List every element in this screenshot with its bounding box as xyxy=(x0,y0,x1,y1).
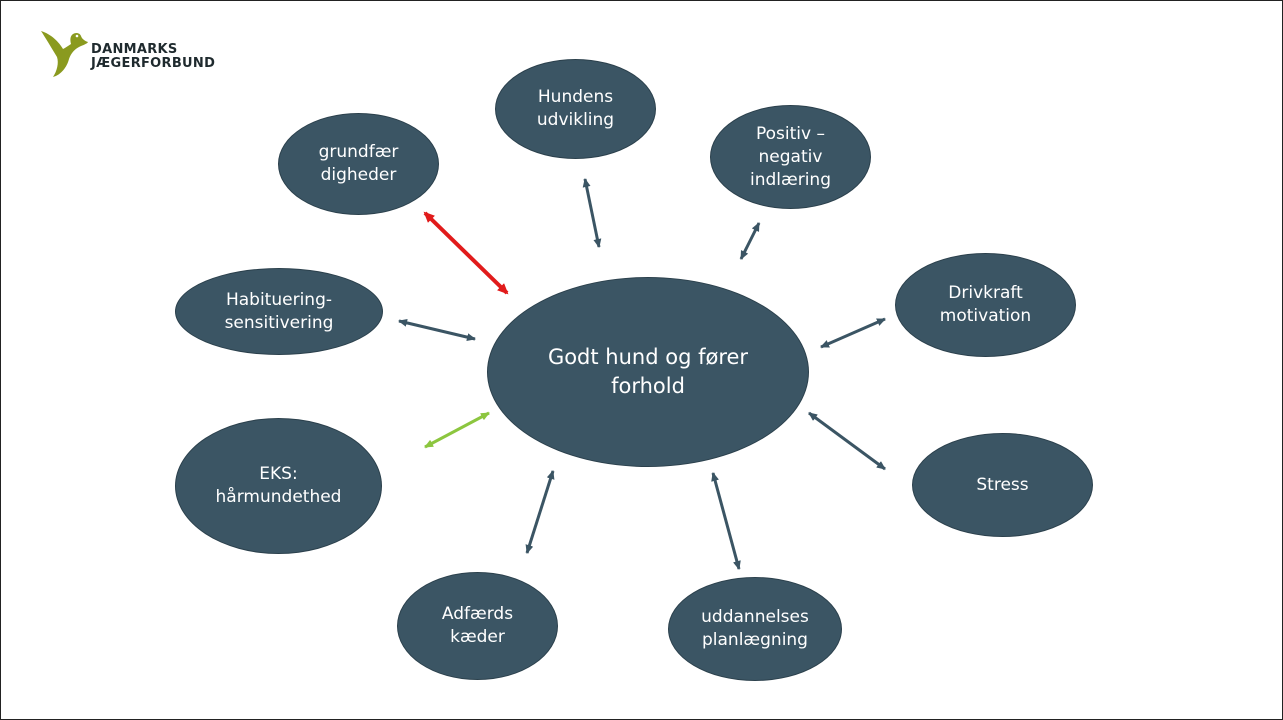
duck-icon xyxy=(41,31,88,77)
arrow-drivkraft xyxy=(820,317,886,349)
brand-line-1: DANMARKS xyxy=(91,42,178,57)
arrow-uddannelse xyxy=(711,472,741,570)
brand-name: DANMARKS JÆGERFORBUND xyxy=(91,43,215,71)
logo: DANMARKS JÆGERFORBUND xyxy=(39,27,239,79)
node-hundens-udvikling: Hundens udvikling xyxy=(495,59,656,159)
arrow-grundfaer xyxy=(423,211,509,295)
node-uddannelse: uddannelses planlægning xyxy=(668,577,842,681)
node-habituering: Habituering- sensitivering xyxy=(175,268,383,355)
node-eks: EKS: hårmundethed xyxy=(175,418,382,554)
node-adfaerd: Adfærds kæder xyxy=(397,572,558,680)
arrow-habituering xyxy=(398,318,476,342)
central-node: Godt hund og fører forhold xyxy=(487,277,809,467)
node-stress: Stress xyxy=(912,433,1093,537)
node-positiv-negativ: Positiv – negativ indlæring xyxy=(710,105,871,209)
arrow-eks xyxy=(424,411,490,449)
arrow-hundens-udvikling xyxy=(582,178,602,248)
arrow-adfaerd xyxy=(525,470,555,554)
node-drivkraft: Drivkraft motivation xyxy=(895,253,1076,357)
arrow-stress xyxy=(808,411,886,471)
node-grundfaer: grundfær digheder xyxy=(278,113,439,215)
arrow-positiv-negativ xyxy=(739,222,761,260)
brand-line-2: JÆGERFORBUND xyxy=(91,56,216,71)
